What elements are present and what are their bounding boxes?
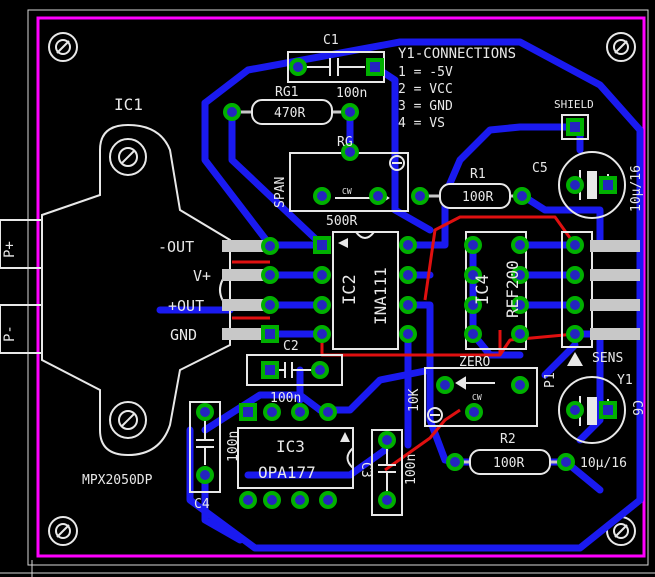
mounting-hole-tl xyxy=(48,32,78,62)
p1-potentiometer xyxy=(424,367,538,427)
label-c4: C4 xyxy=(194,497,210,512)
label-zero: ZERO xyxy=(459,355,490,370)
label-out-plus: +OUT xyxy=(168,297,204,315)
label-p-plus: P+ xyxy=(2,241,18,258)
label-ic2: IC2 xyxy=(340,274,360,305)
label-ref: REF200 xyxy=(503,260,522,318)
label-rg1: RG1 xyxy=(275,85,298,100)
label-shield: SHIELD xyxy=(554,98,594,111)
port-p-minus xyxy=(0,304,43,354)
ic3-opa177 xyxy=(237,427,354,489)
label-ic4: IC4 xyxy=(473,274,493,305)
label-10k: 10K xyxy=(407,388,422,412)
label-sens: SENS xyxy=(592,351,623,366)
pad-ic2-1 xyxy=(313,236,331,254)
label-y1: Y1 xyxy=(617,373,633,388)
label-c6: C6 xyxy=(629,400,644,416)
top-traces xyxy=(232,215,577,472)
label-y1-line1: 1 = -5V xyxy=(398,65,453,80)
label-c2-value: 100n xyxy=(270,391,301,406)
label-r1: R1 xyxy=(470,167,486,182)
label-out-minus: -OUT xyxy=(158,238,194,256)
label-c5-value: 10µ/16 xyxy=(629,165,644,212)
r1-resistor xyxy=(420,183,522,209)
label-c6-value: 10µ/16 xyxy=(580,456,627,471)
label-cw-1: CW xyxy=(342,187,352,196)
board-outline-outer xyxy=(27,9,649,566)
label-p1: P1 xyxy=(543,372,558,388)
ic2-ina111 xyxy=(332,231,399,350)
label-y1-line4: 4 = VS xyxy=(398,116,445,131)
label-ic1: IC1 xyxy=(114,95,143,114)
pad-ic1-1 xyxy=(261,237,279,255)
label-c1-value: 100n xyxy=(336,86,367,101)
mounting-hole-tr xyxy=(606,32,636,62)
shield-pad-frame xyxy=(561,114,589,140)
label-p-minus: P- xyxy=(2,325,18,342)
label-c2: C2 xyxy=(283,339,299,354)
board-outline xyxy=(36,16,646,558)
label-gnd: GND xyxy=(170,326,197,344)
label-c4-value: 100n xyxy=(226,431,241,462)
label-c3-value: 100n xyxy=(404,454,419,485)
label-r2: R2 xyxy=(500,432,516,447)
ic4-ref200 xyxy=(465,231,527,350)
label-rg: RG xyxy=(337,135,353,150)
ic1-sensor xyxy=(0,123,270,457)
label-rg1-value: 470R xyxy=(274,106,305,121)
pads xyxy=(196,58,617,509)
label-c5: C5 xyxy=(532,161,548,176)
mounting-hole-bl xyxy=(48,516,78,546)
label-ina: INA111 xyxy=(371,267,390,325)
rg1-resistor xyxy=(232,99,350,125)
label-c1: C1 xyxy=(323,33,339,48)
label-y1-line3: 3 = GND xyxy=(398,99,453,114)
label-r1-value: 100R xyxy=(462,190,493,205)
ic1-body xyxy=(41,123,231,457)
label-opa: OPA177 xyxy=(258,463,316,482)
port-p-plus xyxy=(0,219,43,269)
label-mpx: MPX2050DP xyxy=(82,473,153,488)
label-v-plus: V+ xyxy=(193,267,211,285)
label-y1-line2: 2 = VCC xyxy=(398,82,453,97)
label-c3: C3 xyxy=(358,462,373,478)
label-cw-2: CW xyxy=(472,393,482,402)
r2-resistor xyxy=(455,449,566,475)
c4-capacitor xyxy=(189,401,221,493)
label-y1-title: Y1-CONNECTIONS xyxy=(398,46,516,62)
label-r2-value: 100R xyxy=(493,456,524,471)
label-rg-value: 500R xyxy=(326,214,357,229)
label-span: SPAN xyxy=(273,177,288,208)
label-ic3: IC3 xyxy=(276,437,305,456)
y1-connector xyxy=(561,231,640,366)
